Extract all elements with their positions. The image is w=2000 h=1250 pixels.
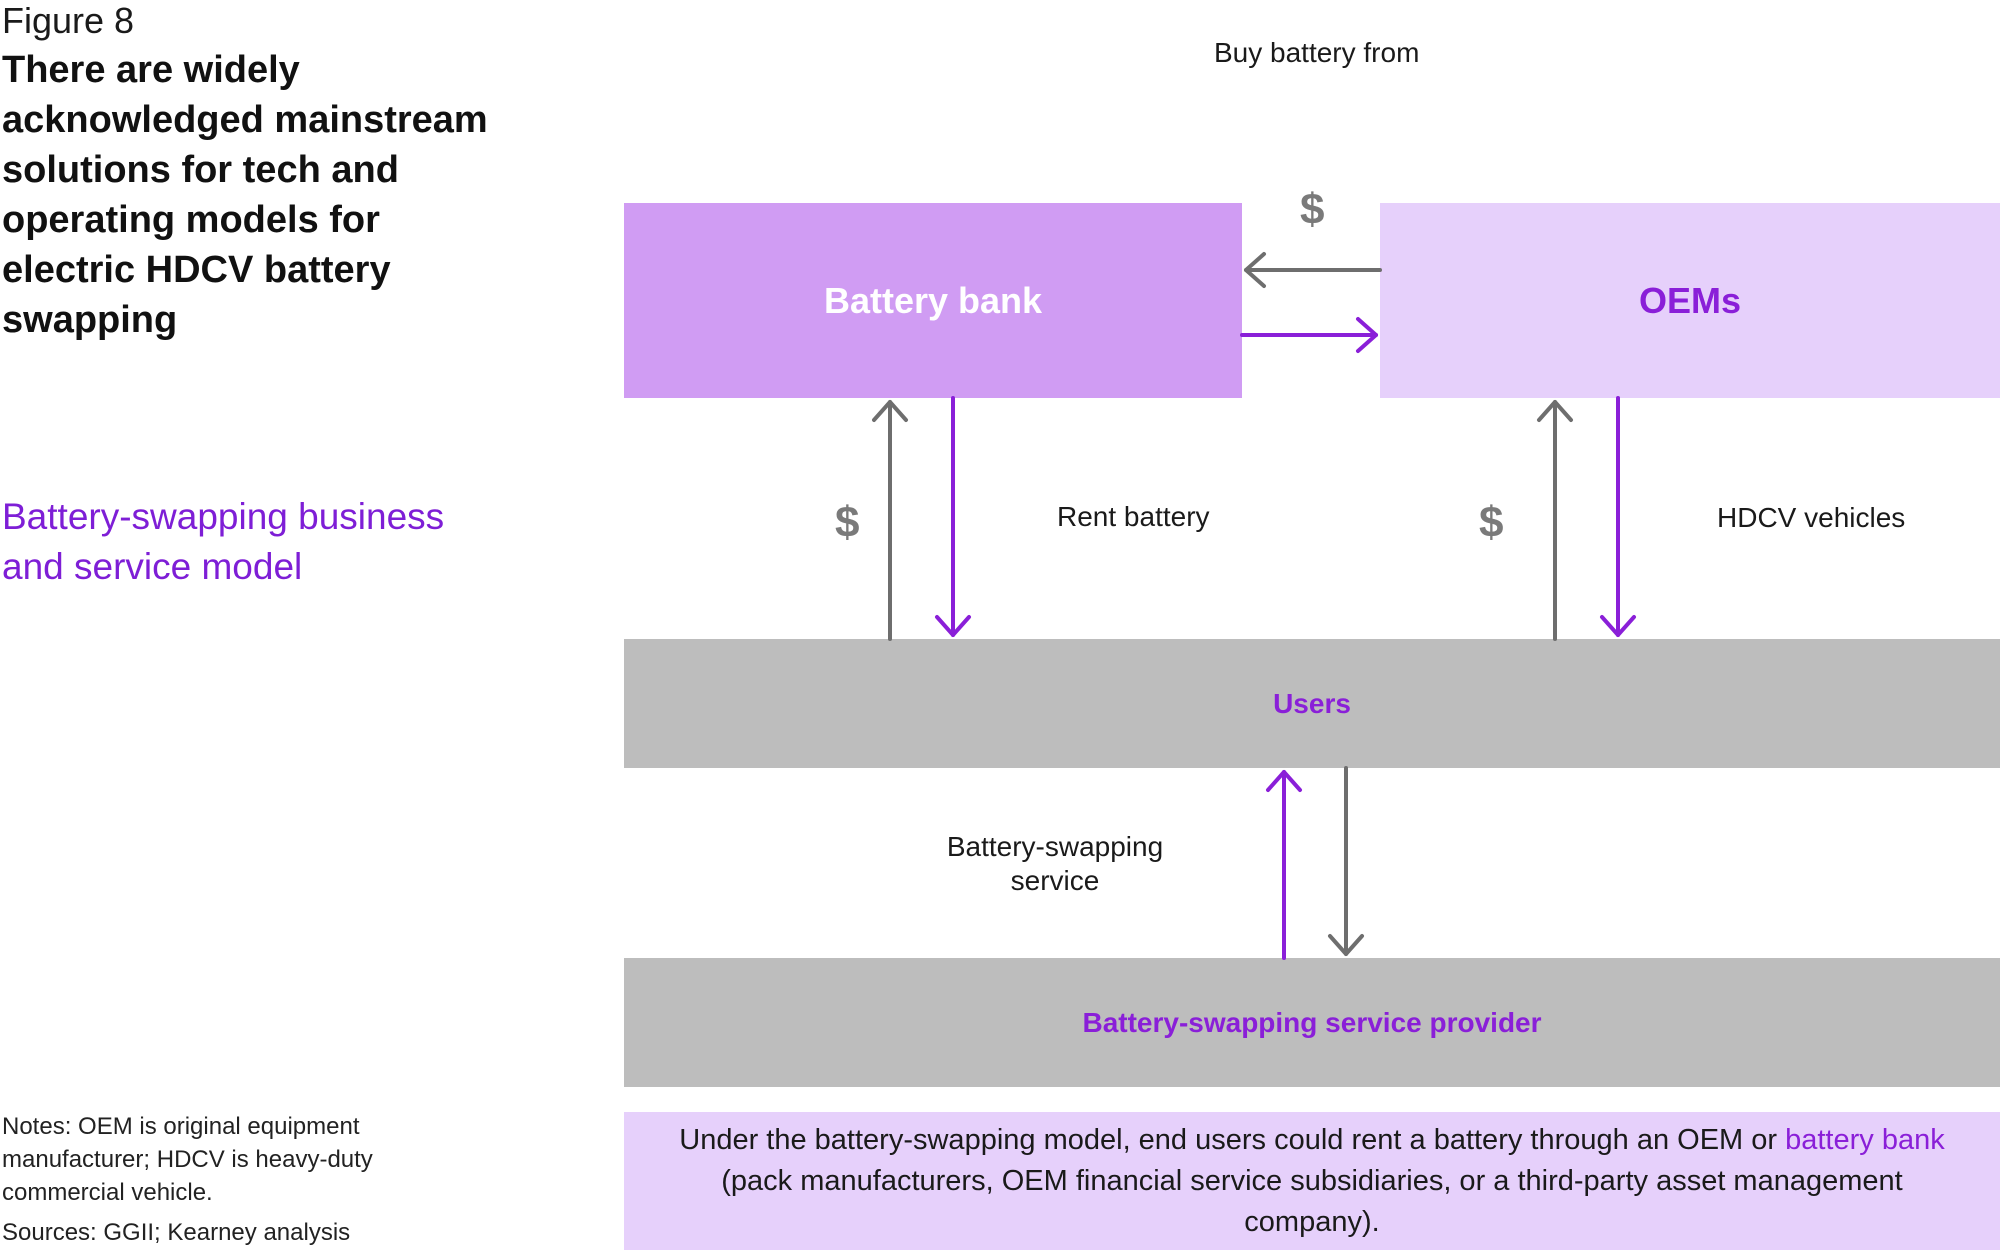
figure-subtitle: Battery-swapping business and service mo… bbox=[2, 496, 445, 587]
battery-bank-node: Battery bank bbox=[624, 203, 1242, 398]
oems-label: OEMs bbox=[1638, 279, 1742, 321]
explanation-highlight: battery bank bbox=[1785, 1124, 1945, 1156]
figure-sources: Sources: GGII; Kearney analysis bbox=[2, 1219, 351, 1246]
users-node: Users bbox=[624, 639, 2000, 768]
users-label: Users bbox=[1273, 687, 1351, 719]
oems-node: OEMs bbox=[1380, 203, 2000, 398]
provider-node: Battery-swapping service provider bbox=[624, 958, 2000, 1087]
dollar-sign-oem: $ bbox=[1479, 498, 1504, 547]
hdcv-vehicles-label: HDCV vehicles bbox=[1717, 502, 1906, 533]
rent-battery-label: Rent battery bbox=[1057, 501, 1210, 532]
provider-label: Battery-swapping service provider bbox=[1082, 1006, 1542, 1038]
arrowhead-oem-to-bank bbox=[1244, 252, 1266, 288]
arrowhead-bank-to-oem bbox=[1356, 317, 1378, 353]
arrowhead-oem-to-users bbox=[1600, 615, 1636, 637]
explanation-text-1: Under the battery-swapping model, end us… bbox=[679, 1124, 1778, 1156]
swap-service-label: Battery-swapping service bbox=[946, 831, 1164, 896]
figure-notes: Notes: OEM is original equipment manufac… bbox=[2, 1113, 373, 1206]
figure-title: There are widely acknowledged mainstream… bbox=[2, 49, 488, 341]
explanation-box: Under the battery-swapping model, end us… bbox=[624, 1112, 2000, 1250]
arrowhead-users-to-oem bbox=[1537, 400, 1573, 422]
battery-bank-label: Battery bank bbox=[823, 279, 1043, 321]
arrowhead-provider-to-users bbox=[1266, 770, 1302, 792]
arrowhead-bank-to-users bbox=[935, 615, 971, 637]
arrowhead-users-to-provider bbox=[1328, 934, 1364, 956]
dollar-sign-top: $ bbox=[1300, 185, 1325, 234]
figure-label: Figure 8 bbox=[2, 0, 135, 41]
buy-battery-label: Buy battery from bbox=[1214, 37, 1420, 68]
dollar-sign-bank: $ bbox=[835, 498, 860, 547]
explanation-text-2: (pack manufacturers, OEM financial servi… bbox=[721, 1165, 1903, 1238]
arrowhead-users-to-bank bbox=[872, 400, 908, 422]
